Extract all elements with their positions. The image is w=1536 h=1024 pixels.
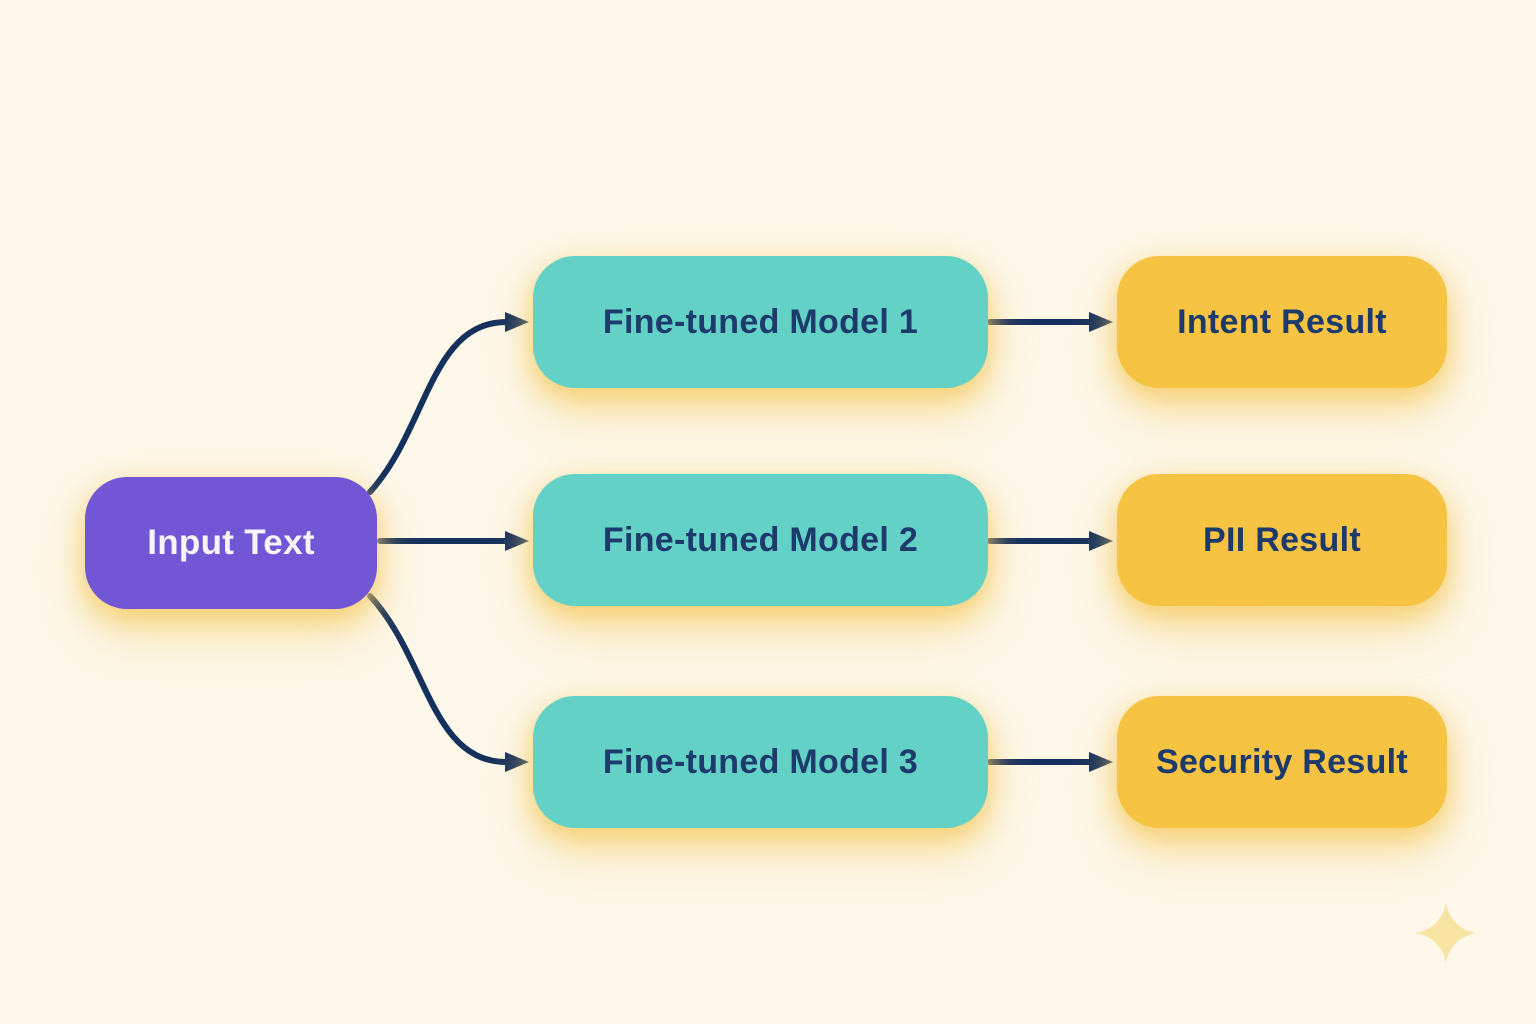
edge-input-to-model3 bbox=[367, 593, 529, 772]
node-fine-tuned-model-1: Fine-tuned Model 1 bbox=[533, 256, 988, 388]
node-input-text: Input Text bbox=[85, 477, 377, 609]
sparkle-icon bbox=[1415, 902, 1477, 964]
node-fine-tuned-model-3-label: Fine-tuned Model 3 bbox=[602, 742, 919, 781]
node-input-text-label: Input Text bbox=[147, 523, 315, 562]
node-fine-tuned-model-2: Fine-tuned Model 2 bbox=[533, 474, 988, 606]
node-fine-tuned-model-2-label: Fine-tuned Model 2 bbox=[602, 520, 919, 559]
node-intent-result-label: Intent Result bbox=[1177, 302, 1387, 341]
node-intent-result: Intent Result bbox=[1117, 256, 1447, 388]
node-security-result-label: Security Result bbox=[1155, 742, 1409, 781]
node-pii-result: PII Result bbox=[1117, 474, 1447, 606]
node-pii-result-label: PII Result bbox=[1203, 520, 1361, 559]
node-fine-tuned-model-3: Fine-tuned Model 3 bbox=[533, 696, 988, 828]
edge-input-to-model1 bbox=[367, 312, 529, 495]
node-security-result: Security Result bbox=[1117, 696, 1447, 828]
node-fine-tuned-model-1-label: Fine-tuned Model 1 bbox=[602, 302, 919, 341]
